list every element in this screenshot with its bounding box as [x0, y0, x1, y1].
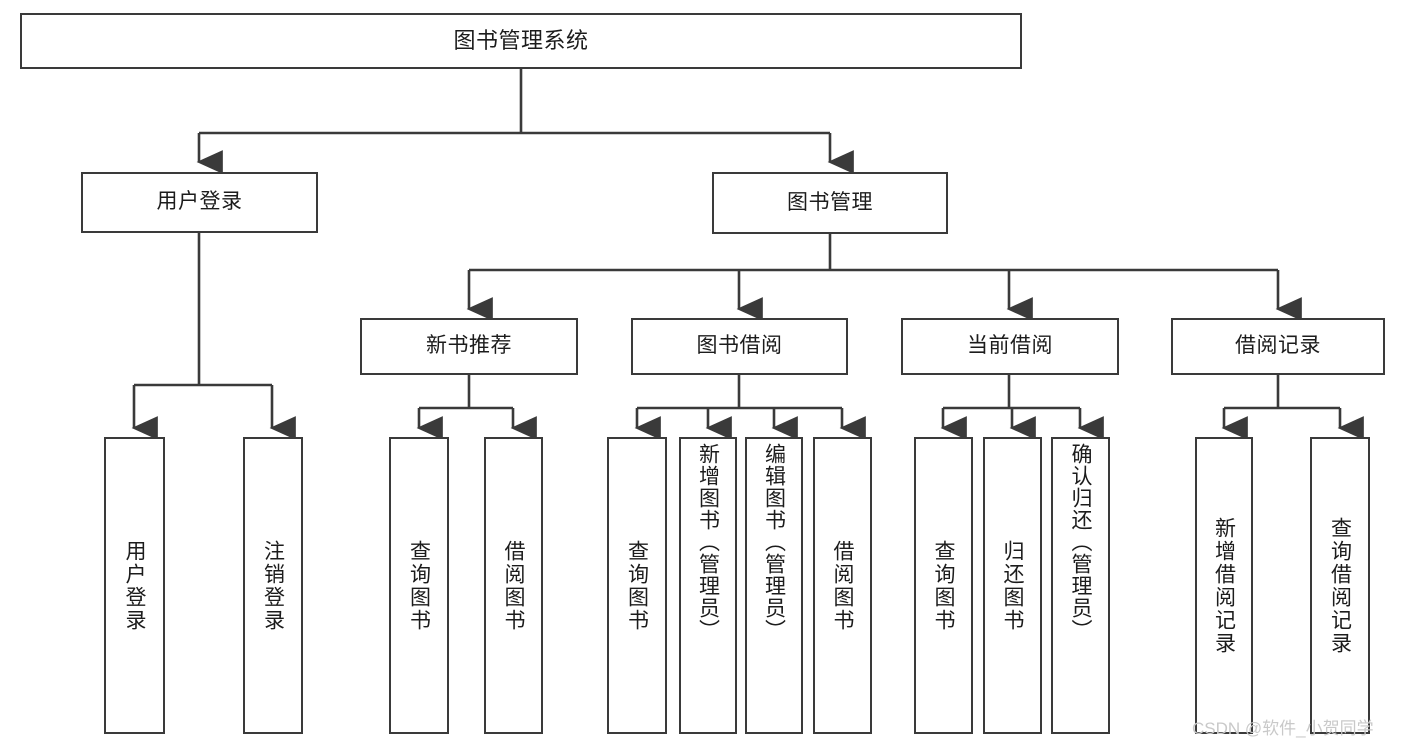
leaf-query-borrow-record[interactable]: 查询借阅记录 [1310, 437, 1370, 734]
node-label: 查询图书 [407, 539, 431, 632]
csdn-watermark: CSDN @软件_小贺同学 [1192, 719, 1374, 738]
node-label: 图书借阅 [696, 334, 783, 358]
leaf-query-books-current[interactable]: 查询图书 [914, 437, 973, 734]
node-label: 图书管理 [787, 190, 873, 214]
node-label: 借阅图书 [831, 539, 854, 632]
node-current-borrowing[interactable]: 当前借阅 [901, 318, 1119, 375]
node-label: 归还图书 [1001, 539, 1024, 632]
node-label: 借阅图书 [502, 539, 525, 632]
leaf-add-borrow-record[interactable]: 新增借阅记录 [1195, 437, 1253, 734]
node-label: 编辑图书（管理员） [762, 443, 786, 641]
leaf-query-books-recommendation[interactable]: 查询图书 [389, 437, 449, 734]
leaf-borrow-books-recommendation[interactable]: 借阅图书 [484, 437, 543, 734]
node-root-book-management-system[interactable]: 图书管理系统 [20, 13, 1022, 69]
leaf-add-book-admin[interactable]: 新增图书（管理员） [679, 437, 737, 734]
node-label: 借阅记录 [1235, 334, 1321, 358]
node-borrowing-record[interactable]: 借阅记录 [1171, 318, 1385, 375]
node-label: 新书推荐 [426, 334, 512, 358]
leaf-user-login[interactable]: 用户登录 [104, 437, 165, 734]
leaf-logout[interactable]: 注销登录 [243, 437, 303, 734]
node-label: 当前借阅 [967, 334, 1053, 358]
node-label: 查询图书 [625, 539, 649, 632]
node-new-book-recommendation[interactable]: 新书推荐 [360, 318, 578, 375]
node-label: 图书管理系统 [453, 28, 589, 54]
node-label: 新增借阅记录 [1212, 516, 1236, 655]
leaf-return-books[interactable]: 归还图书 [983, 437, 1042, 734]
leaf-confirm-return-admin[interactable]: 确认归还（管理员） [1051, 437, 1110, 734]
node-book-borrowing[interactable]: 图书借阅 [631, 318, 848, 375]
leaf-query-books-borrowing[interactable]: 查询图书 [607, 437, 667, 734]
node-label: 查询借阅记录 [1328, 516, 1352, 655]
node-label: 用户登录 [156, 190, 243, 214]
node-user-login[interactable]: 用户登录 [81, 172, 318, 233]
node-book-management[interactable]: 图书管理 [712, 172, 948, 234]
node-label: 新增图书（管理员） [696, 443, 720, 641]
node-label: 注销登录 [261, 539, 285, 632]
leaf-edit-book-admin[interactable]: 编辑图书（管理员） [745, 437, 803, 734]
node-label: 确认归还（管理员） [1069, 443, 1092, 641]
leaf-borrow-books-borrowing[interactable]: 借阅图书 [813, 437, 872, 734]
node-label: 查询图书 [932, 539, 955, 632]
node-label: 用户登录 [123, 539, 146, 632]
